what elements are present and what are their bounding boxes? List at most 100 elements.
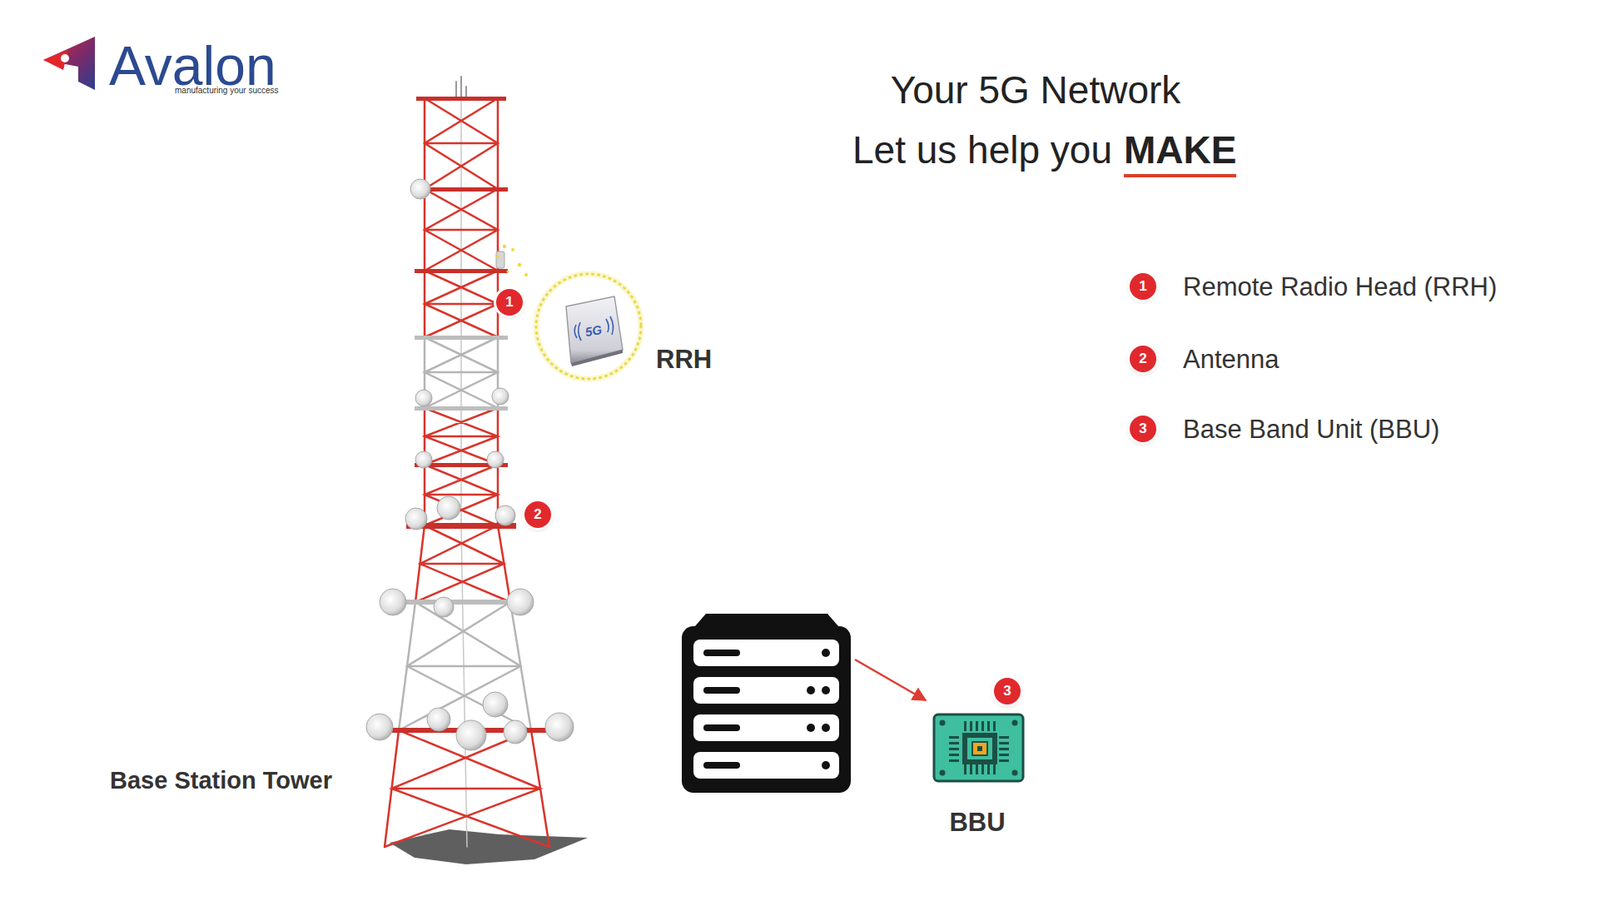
tower-platforms [386, 96, 547, 733]
callout-number: 1 [496, 288, 523, 316]
bbu-chip-icon [963, 720, 967, 731]
callout-number: 3 [1129, 415, 1157, 443]
signal-sparkles [496, 254, 500, 259]
server-rack-icon [821, 648, 830, 657]
key-text: Antenna [1182, 346, 1280, 373]
dish-antennas [415, 451, 433, 468]
bbu-chip-icon [993, 720, 996, 731]
bbu-chip-icon [963, 764, 967, 775]
key-text: Remote Radio Head (RRH) [1182, 273, 1497, 300]
bbu-chip-icon [934, 714, 1024, 781]
signal-sparkles [496, 244, 528, 277]
lattice-tower [424, 270, 498, 338]
ring-glow [536, 273, 641, 379]
bbu-chip-icon [975, 720, 979, 731]
lattice-tower [456, 76, 467, 99]
server-rack-icon [693, 714, 840, 741]
brand-logo [43, 36, 95, 90]
server-rack-icon [806, 723, 815, 732]
server-rack-icon [703, 649, 741, 656]
part-label: BBU [925, 809, 1029, 835]
server-rack-icon [821, 685, 830, 695]
bbu-chip-icon [987, 764, 990, 775]
dish-antennas [366, 178, 574, 751]
bbu-chip-icon [998, 747, 1009, 751]
dish-antennas [437, 496, 461, 520]
server-rack-icon [806, 685, 815, 695]
server-rack-icon [693, 751, 840, 779]
bbu-chip-icon [949, 747, 960, 751]
bbu-chip-icon [949, 759, 960, 762]
dish-antennas [405, 507, 428, 530]
signal-sparkles [511, 248, 515, 252]
bbu-chip-icon [972, 741, 988, 756]
dish-antennas [482, 691, 508, 717]
dish-antennas [410, 178, 431, 199]
tower-platforms [414, 268, 508, 274]
rrh-unit-icon [574, 322, 582, 341]
server-rack-icon [703, 724, 741, 731]
dish-antennas [496, 251, 505, 269]
bbu-chip-icon [967, 737, 993, 760]
lattice-tower [424, 188, 498, 271]
bbu-chip-icon [939, 720, 946, 726]
brand-name: Avalon [109, 38, 277, 94]
dish-antennas [366, 713, 393, 741]
signal-sparkles [524, 273, 528, 277]
server-rack-icon [681, 613, 851, 793]
tower-platforms [414, 335, 508, 340]
signal-sparkles [517, 263, 522, 267]
bbu-chip-icon [975, 764, 979, 775]
bbu-chip-icon [962, 732, 998, 765]
bbu-chip-icon [969, 720, 973, 731]
bbu-chip-icon [949, 735, 960, 739]
key-text: Base Band Unit (BBU) [1182, 416, 1440, 443]
lattice-tower [384, 76, 550, 847]
dish-antennas [545, 712, 574, 741]
bbu-chip-icon [1012, 770, 1019, 776]
signal-sparkles [506, 269, 509, 273]
dish-antennas [415, 389, 433, 407]
tower-platforms [402, 599, 525, 605]
pointer-arrow [854, 659, 926, 701]
bbu-chip-icon [981, 764, 984, 775]
dish-antennas [495, 505, 516, 526]
bbu-chip-icon [977, 745, 983, 751]
lattice-tower [424, 464, 498, 526]
dish-antennas [486, 451, 504, 468]
bbu-chip-icon [1012, 720, 1019, 726]
lattice-tower [398, 601, 532, 731]
dashed-callout-ring [536, 273, 641, 379]
part-label: RRH [655, 346, 712, 373]
server-rack-icon [821, 760, 830, 770]
dish-antennas [427, 707, 451, 731]
bbu-chip-icon [987, 720, 990, 731]
dish-antennas [379, 588, 407, 616]
callout-number: 1 [1129, 273, 1157, 300]
part-label: Base Station Tower [109, 768, 333, 793]
bbu-chip-icon [998, 759, 1009, 762]
subtitle: Let us help you [852, 130, 1113, 169]
bbu-chip-icon [981, 720, 984, 731]
callout-circle: RRH [532, 270, 718, 383]
tower-platforms [414, 406, 508, 411]
bbu-chip-icon [998, 753, 1009, 756]
subtitle-emphasis: MAKE [1123, 130, 1237, 178]
lattice-tower [424, 337, 498, 408]
server-rack-icon [693, 676, 840, 704]
server-rack-icon [681, 626, 851, 793]
tower-platforms [416, 96, 507, 101]
server-rack-icon [693, 639, 840, 666]
chip-callout: BBU [925, 707, 1029, 839]
brand-logo [43, 36, 95, 90]
bbu-chip-icon [949, 753, 960, 756]
lattice-tower [424, 407, 498, 465]
bbu-chip-icon [949, 741, 960, 745]
bbu-chip-icon [949, 720, 1009, 775]
rrh-unit-icon [571, 349, 623, 367]
bbu-chip-icon [998, 741, 1009, 745]
lattice-tower [424, 98, 498, 189]
dish-antennas [503, 720, 527, 744]
callout-number: 3 [993, 677, 1021, 705]
brand-logo [43, 49, 69, 70]
